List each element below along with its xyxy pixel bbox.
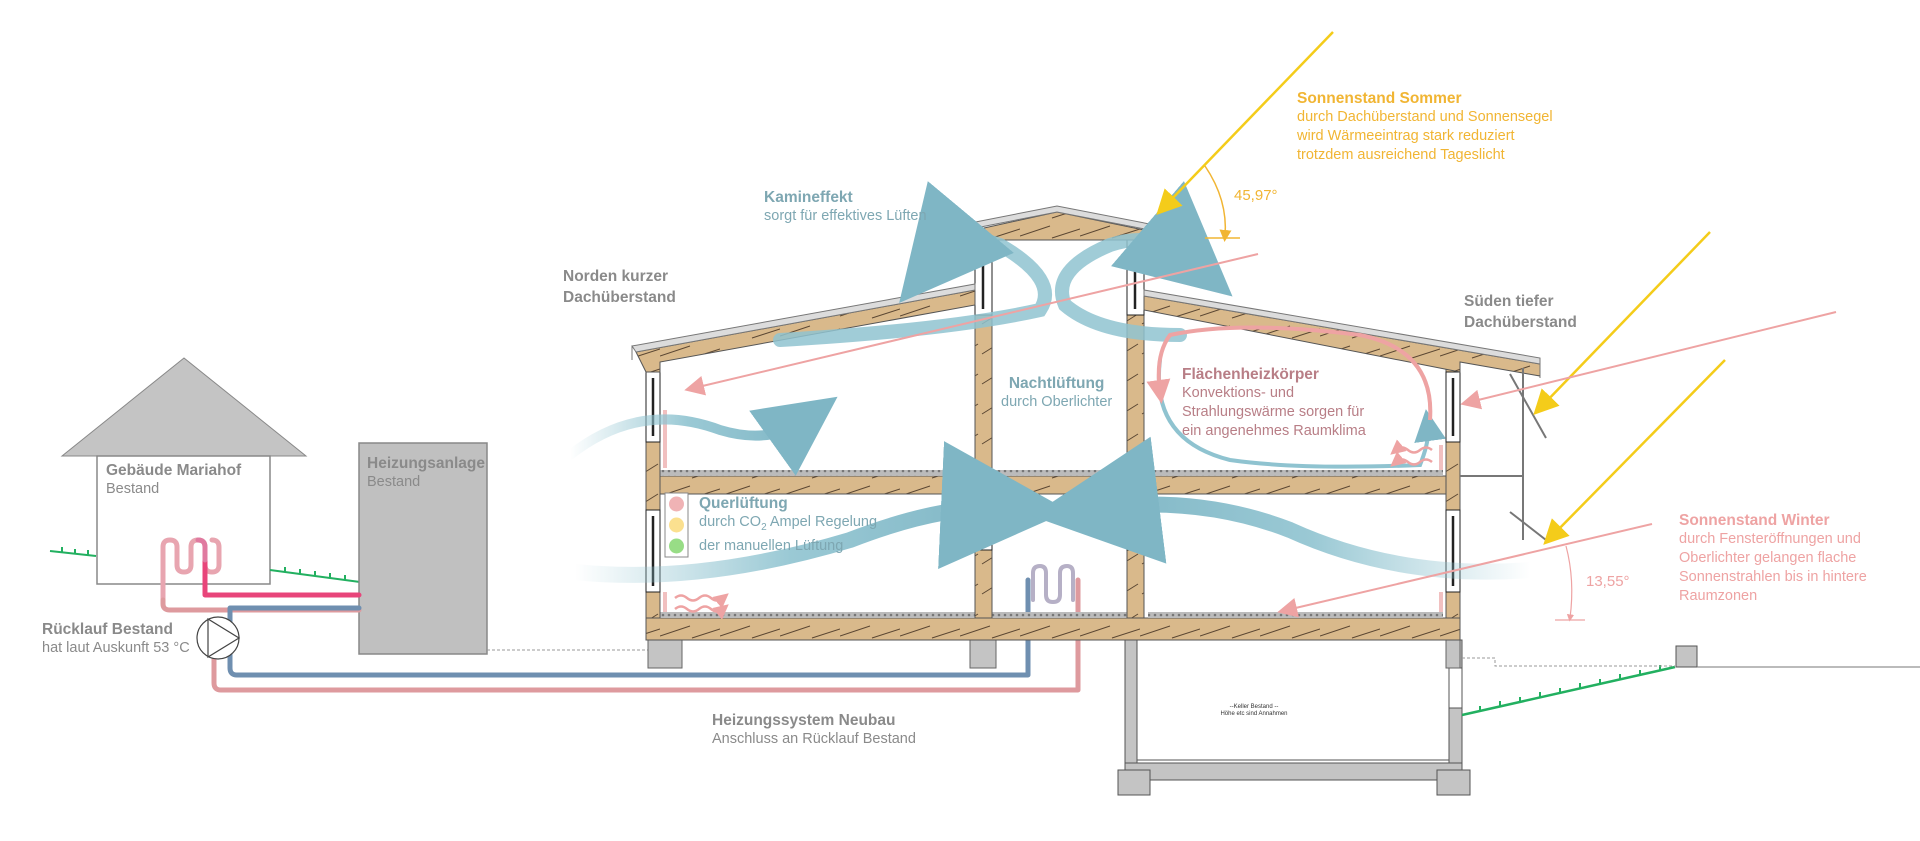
traffic-light-green [669,538,684,554]
summer-sun-line-2: wird Wärmeeintrag stark reduziert [1297,128,1515,144]
return-pipe-warm [160,537,222,603]
south-overhang-line-1: Süden tiefer [1464,293,1554,310]
floor-heating-meander [1031,564,1075,604]
pump-icon [196,616,241,660]
heizungsanlage-label: Heizungsanlage Bestand [367,454,485,492]
ruecklauf-label: Rücklauf Bestand hat laut Auskunft 53 °C [42,620,190,658]
winter-sun-line-2: Oberlichter gelangen flache [1679,550,1857,566]
co2-traffic-light-icon [664,492,689,558]
airflow-upper-left [565,396,838,476]
airflow-ground-left [567,441,1069,583]
winter-sun-label: Sonnenstand Winter durch Fensteröffnunge… [1679,511,1867,606]
flaechenheiz-title: Flächenheizkörper [1182,366,1319,383]
supply-pipe [202,545,362,598]
air-flows [565,181,1538,583]
airflow-ground-right [1031,436,1538,580]
foundation-plinths [647,639,1461,669]
co2-text: durch CO [699,514,762,530]
mariahof-title: Gebäude Mariahof [106,462,242,479]
querlueftung-label: Querlüftung durch CO2 Ampel Regelung der… [699,494,877,556]
terrain-dashed [1462,657,1675,667]
flaechenheiz-line-2: Strahlungswärme sorgen für [1182,404,1365,420]
ground-ticks-left [61,547,346,580]
summer-angle-value: 45,97° [1234,187,1278,204]
winter-sun-rays [684,253,1837,618]
kamineffekt-label: Kamineffekt sorgt für effektives Lüften [764,188,927,226]
heizsystem-label: Heizungssystem Neubau Anschluss an Rückl… [712,711,916,749]
south-overhang-label: Süden tiefer Dachüberstand [1464,291,1577,333]
heizungsanlage-sub: Bestand [367,474,421,490]
winter-angle-indicator [1555,545,1585,622]
ground-ticks-right [1479,665,1661,711]
nachtlueftung-label: Nachtlüftung durch Oberlichter [1001,374,1112,412]
north-overhang-line-2: Dachüberstand [563,289,676,306]
summer-sun-title: Sonnenstand Sommer [1297,90,1462,107]
traffic-light-red [669,496,684,512]
co2-subscript: 2 [761,521,767,533]
airflow-stack-right [1055,181,1233,342]
airflow-heat-loop [1156,358,1446,469]
keller-label: --Keller Bestand -- Höhe etc sind Annahm… [1204,704,1304,718]
heizungsanlage-title: Heizungsanlage [367,455,485,472]
airflow-stack-left [773,181,1052,347]
summer-angle-indicator [1204,165,1240,242]
heating-pipes [160,537,1081,693]
kamineffekt-title: Kamineffekt [764,189,853,206]
heizsystem-title: Heizungssystem Neubau [712,712,896,729]
heat-wave-arrows [674,439,1433,620]
keller-line-2: Höhe etc sind Annahmen [1220,711,1288,717]
winter-sun-line-3: Sonnenstrahlen bis in hintere [1679,569,1867,585]
ground-line-right [1461,665,1676,717]
winter-sun-line-1: durch Fensteröffnungen und [1679,531,1861,547]
summer-sun-line-1: durch Dachüberstand und Sonnensegel [1297,109,1553,125]
heat-loop-pink [1146,325,1433,421]
winter-sun-title: Sonnenstand Winter [1679,512,1830,529]
blue-return-pipe [227,577,1031,678]
ruecklauf-sub: hat laut Auskunft 53 °C [42,640,190,656]
flaechenheiz-label: Flächenheizkörper Konvektions- und Strah… [1182,365,1366,441]
ampel-text: Ampel Regelung [766,514,878,530]
nachtlueftung-sub: durch Oberlichter [1001,394,1113,410]
querlueftung-line-2: der manuellen Lüftung [699,537,844,554]
winter-angle-value: 13,55° [1586,573,1630,590]
basement [1117,639,1471,796]
summer-sun-label: Sonnenstand Sommer durch Dachüberstand u… [1297,89,1553,165]
nachtlueftung-title: Nachtlüftung [1008,375,1105,392]
mariahof-label: Gebäude Mariahof Bestand [106,461,241,499]
heating-plant [358,442,488,655]
summer-sun-line-3: trotzdem ausreichend Tageslicht [1297,147,1505,163]
kamineffekt-sub: sorgt für effektives Lüften [764,208,927,224]
north-overhang-label: Norden kurzer Dachüberstand [563,266,676,308]
flaechenheiz-line-1: Konvektions- und [1182,385,1295,401]
ruecklauf-title: Rücklauf Bestand [42,621,173,638]
new-building [631,205,1547,641]
winter-sun-line-4: Raumzonen [1679,588,1758,604]
mariahof-sub: Bestand [106,481,160,497]
red-supply-pipe-neubau [211,577,1081,693]
keller-line-1: --Keller Bestand -- [1229,704,1279,710]
flaechenheiz-line-3: ein angenehmes Raumklima [1182,423,1366,439]
existing-building-mariahof [60,357,308,585]
supply-pipe-meander [195,537,208,563]
querlueftung-title: Querlüftung [699,495,788,512]
traffic-light-yellow [669,517,684,533]
north-overhang-line-1: Norden kurzer [563,268,669,285]
boundary-wall [1675,645,1698,668]
heizsystem-sub: Anschluss an Rücklauf Bestand [712,731,916,747]
south-overhang-line-2: Dachüberstand [1464,314,1577,331]
querlueftung-line-1: durch CO2 Ampel Regelung [699,513,877,537]
return-pipe-bestand [160,597,362,613]
